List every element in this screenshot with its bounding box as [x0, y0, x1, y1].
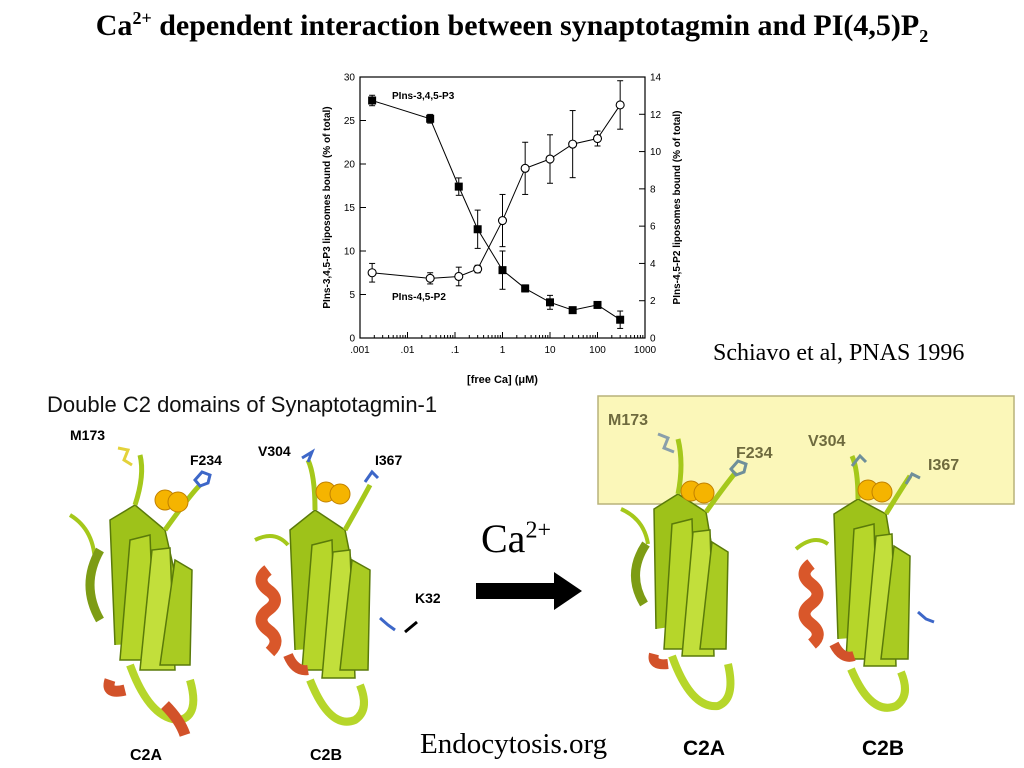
- label-k326: K326: [415, 590, 440, 606]
- y-left-tick-label: 30: [344, 73, 356, 84]
- y-left-tick-label: 25: [344, 116, 356, 127]
- data-point-pip3: [454, 182, 463, 191]
- x-tick-label: .01: [401, 345, 415, 356]
- data-point-pip2: [367, 268, 377, 278]
- data-point-pip2: [454, 271, 464, 282]
- label-c2b-ca: C2B: [862, 737, 904, 760]
- x-tick-label: .1: [451, 345, 460, 356]
- label-c2b: C2B: [310, 747, 342, 764]
- y-left-tick-label: 10: [344, 247, 356, 258]
- series-label-pip3: PIns-3,4,5-P3: [392, 91, 455, 102]
- c2-domains-figure-ca-bound: M173 F234 V304 I367 C2A C2B: [597, 395, 1015, 760]
- title-subscript: 2: [919, 26, 929, 46]
- label-m173-ca: M173: [608, 412, 648, 429]
- slide-title: Ca2+ dependent interaction between synap…: [0, 8, 1024, 47]
- label-c2a-ca: C2A: [683, 737, 725, 760]
- calcium-label: Ca2+: [481, 515, 551, 562]
- data-point-pip2: [545, 154, 555, 164]
- y-left-tick-label: 5: [349, 290, 355, 301]
- label-i367: I367: [375, 452, 402, 468]
- data-point-pip3: [568, 306, 577, 315]
- data-point-pip3: [593, 300, 602, 309]
- c2b-domain-ribbon: [254, 448, 396, 726]
- series-label-pip2: PIns-4,5-P2: [392, 292, 446, 303]
- title-ca: Ca: [95, 9, 133, 42]
- k326-pointer: [404, 620, 418, 634]
- c2-domains-figure-apo: M173 F234 V304 I367 K326 C2A C2B: [68, 427, 440, 764]
- data-point-pip2: [568, 139, 578, 149]
- data-point-pip3: [546, 298, 554, 307]
- c2a-domain-ribbon-ca: [620, 432, 748, 711]
- x-tick-label: .001: [350, 345, 370, 356]
- label-v304-ca: V304: [808, 433, 845, 450]
- data-point-pip3: [473, 225, 482, 234]
- data-point-pip3: [521, 284, 530, 293]
- watermark-text: Endocytosis.org: [420, 728, 608, 760]
- citation: Schiavo et al, PNAS 1996: [713, 340, 965, 366]
- y-right-tick-label: 14: [650, 73, 662, 84]
- series-line-pip2: [372, 104, 621, 279]
- y-left-tick-label: 20: [344, 160, 356, 171]
- y-right-tick-label: 0: [650, 334, 656, 345]
- title-ca-charge: 2+: [132, 8, 152, 28]
- y-left-axis-label: PIns-3,4,5-P3 liposomes bound (% of tota…: [322, 106, 333, 308]
- y-right-tick-label: 6: [650, 222, 656, 233]
- x-tick-label: 1: [500, 345, 506, 356]
- data-point-pip2: [425, 273, 435, 283]
- y-right-tick-label: 2: [650, 296, 656, 307]
- calcium-label-charge: 2+: [525, 517, 551, 544]
- data-point-pip2: [592, 133, 603, 144]
- data-point-pip2: [497, 216, 508, 226]
- x-tick-label: 1000: [634, 345, 657, 356]
- c2b-domain-ribbon-ca: [794, 453, 935, 712]
- membrane-binding-highlight: [597, 395, 1015, 505]
- label-m173: M173: [70, 427, 105, 443]
- data-point-pip3: [368, 96, 377, 105]
- x-axis-label: [free Ca] (μM): [467, 374, 538, 386]
- y-left-tick-label: 0: [349, 334, 355, 345]
- right-arrow-icon: [476, 572, 582, 610]
- data-point-pip3: [426, 114, 435, 123]
- structure-caption: Double C2 domains of Synaptotagmin-1: [47, 392, 438, 417]
- label-f234-ca: F234: [736, 445, 773, 462]
- y-right-tick-label: 10: [650, 147, 662, 158]
- label-f234: F234: [190, 452, 222, 468]
- y-right-axis-label: PIns-4,5-P2 liposomes bound (% of total): [672, 111, 683, 305]
- data-point-pip3: [616, 315, 625, 324]
- y-left-tick-label: 15: [344, 203, 356, 214]
- y-right-tick-label: 8: [650, 184, 656, 195]
- data-point-pip2: [520, 163, 530, 173]
- title-main: dependent interaction between synaptotag…: [151, 9, 920, 42]
- label-c2a: C2A: [130, 747, 162, 764]
- x-tick-label: 10: [544, 345, 556, 356]
- data-point-pip2: [473, 264, 483, 274]
- label-v304: V304: [258, 443, 291, 459]
- label-i367-ca: I367: [928, 457, 959, 474]
- series-line-pip3: [371, 100, 621, 321]
- y-right-tick-label: 12: [650, 110, 662, 121]
- data-point-pip3: [498, 266, 507, 275]
- c2a-domain-ribbon: [68, 446, 212, 737]
- calcium-label-base: Ca: [481, 516, 526, 561]
- x-tick-label: 100: [589, 345, 606, 356]
- data-point-pip2: [615, 100, 625, 110]
- y-right-tick-label: 4: [650, 259, 656, 270]
